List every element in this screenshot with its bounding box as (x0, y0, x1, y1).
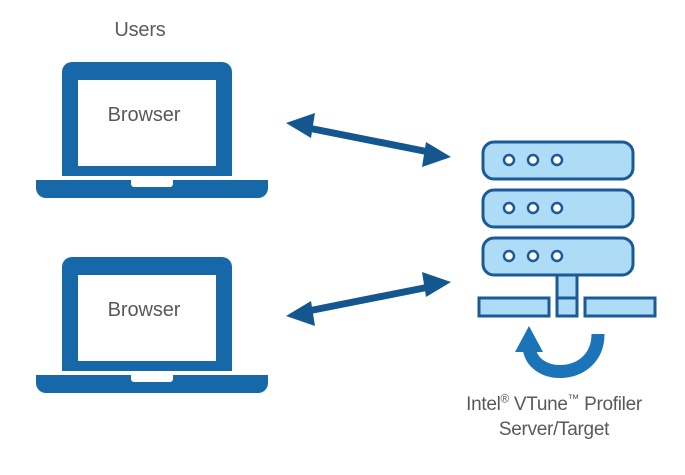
laptop-screen-bottom (78, 275, 216, 361)
bidirectional-arrow-bottom (286, 272, 451, 326)
server-led-icon (502, 201, 516, 215)
server-stem (555, 273, 579, 300)
laptop-base-bottom (36, 375, 268, 393)
browser-label-top: Browser (107, 104, 181, 126)
server-caption: Intel® VTune™ Profiler Server/Target (423, 392, 685, 442)
server-caption-line-2: Server/Target (498, 419, 610, 440)
arrow-head-left (286, 113, 315, 138)
registered-trademark-icon: ® (500, 392, 510, 406)
server-led-icon (550, 249, 564, 263)
user-laptop-bottom (36, 257, 268, 393)
arrow-head-left (286, 301, 315, 326)
bidirectional-arrow-top (286, 113, 451, 167)
server-led-icon (550, 201, 564, 215)
server-led-icon (502, 249, 516, 263)
arrow-shaft (302, 123, 435, 157)
self-loop-arrow (515, 326, 605, 378)
caption-profiler-text: Profiler (579, 394, 642, 415)
loop-arrow-head (515, 326, 543, 352)
server-led-icon (526, 153, 540, 167)
server-led-icon (526, 249, 540, 263)
server-led-icon (526, 201, 540, 215)
arrow-head-right (422, 142, 451, 167)
loop-arrow-shaft (522, 333, 605, 378)
server-led-icon (502, 153, 516, 167)
caption-vtune-text: VTune (508, 394, 568, 415)
arrow-shaft (302, 282, 435, 316)
user-laptop-top (36, 62, 268, 198)
vtune-profiler-server (477, 140, 657, 318)
server-led-icon (550, 153, 564, 167)
trademark-icon: ™ (567, 392, 580, 406)
caption-intel-text: Intel (466, 394, 501, 415)
server-rack-unit-3 (481, 236, 635, 277)
server-rack-unit-2 (481, 188, 635, 229)
server-base-center (555, 296, 579, 318)
laptop-screen-top (78, 80, 216, 166)
users-label: Users (114, 19, 166, 41)
browser-label-bottom: Browser (107, 299, 181, 321)
server-base-bar-right (583, 296, 657, 318)
laptop-base-top (36, 180, 268, 198)
server-caption-line-1: Intel® VTune™ Profiler (423, 392, 685, 417)
server-rack-unit-1 (481, 140, 635, 181)
server-base-bar-left (477, 296, 551, 318)
arrow-head-right (422, 272, 451, 297)
